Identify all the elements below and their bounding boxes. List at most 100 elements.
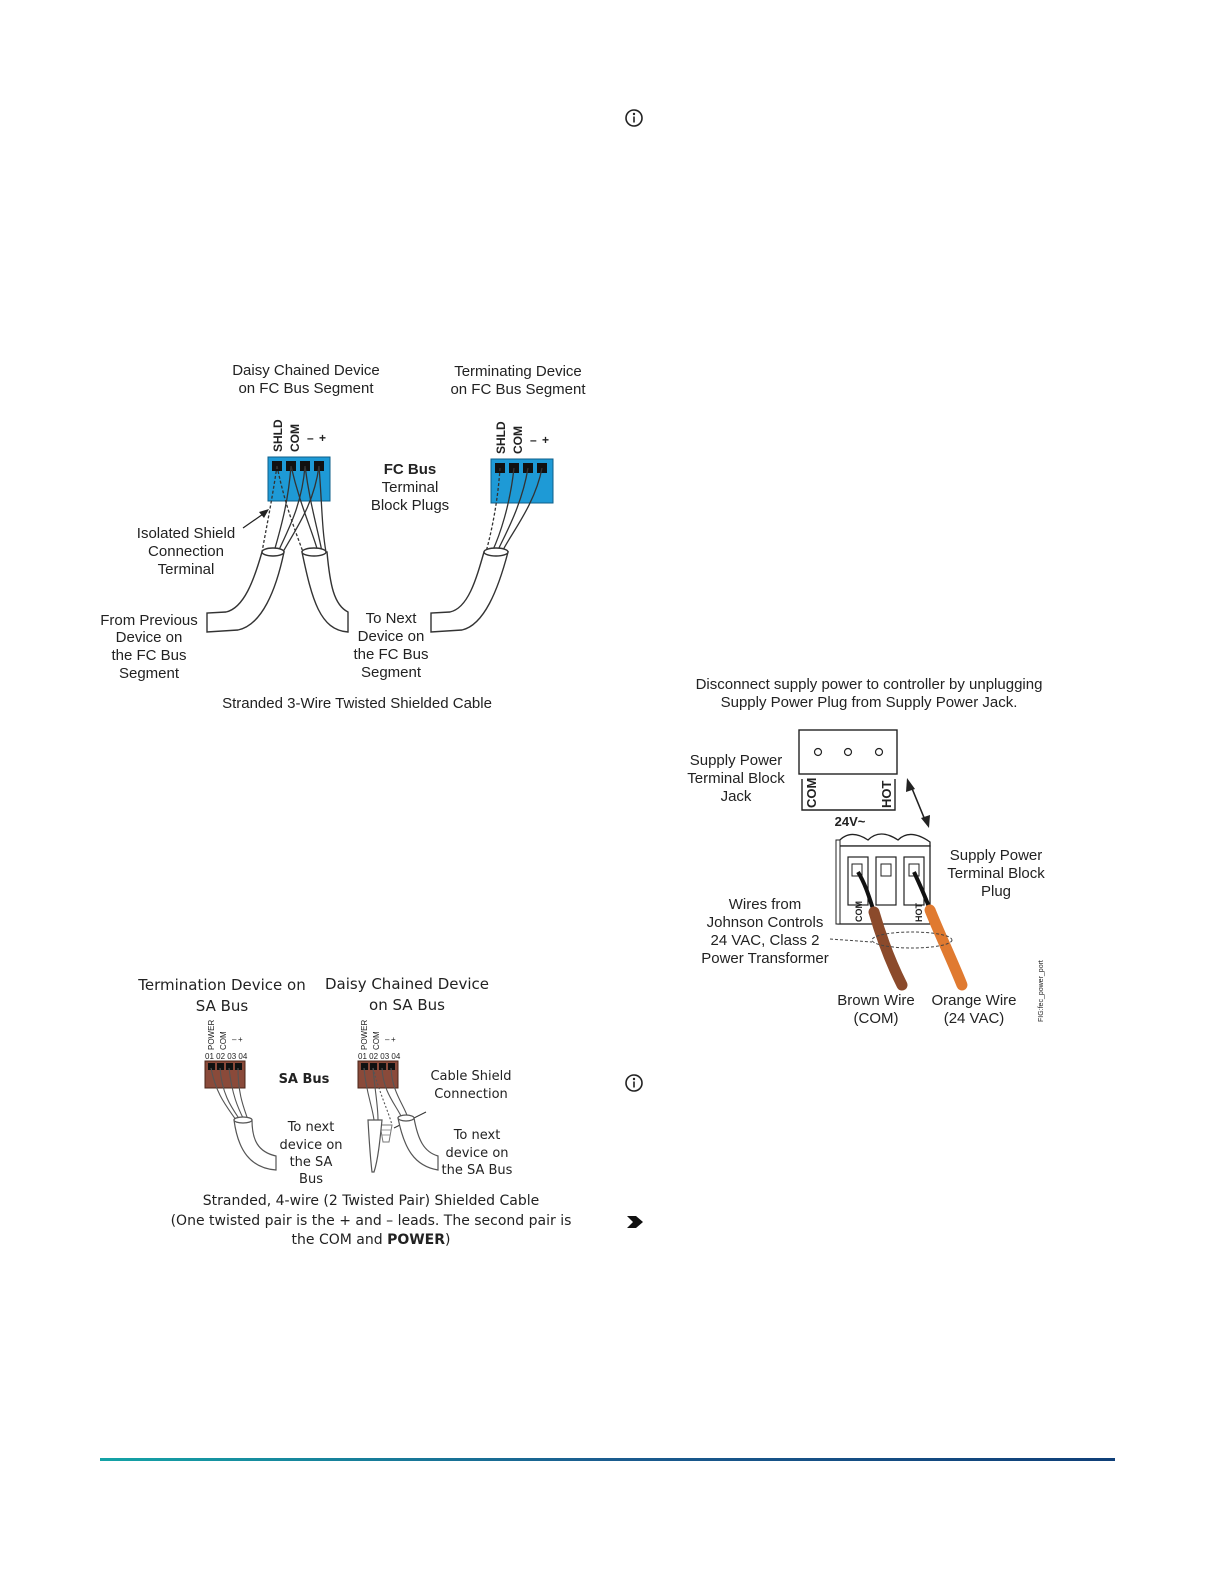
fc-right-plus: +: [542, 433, 549, 447]
plug-label-3: Plug: [981, 883, 1011, 900]
sa-right-cable-right: [397, 1114, 439, 1171]
power-diagram: Disconnect supply power to controller by…: [687, 676, 1045, 1027]
jack-label-2: Terminal Block: [687, 770, 785, 787]
sa-bus-diagram: Termination Device on SA Bus Daisy Chain…: [137, 975, 571, 1248]
sa-to-next-left-1: To next: [287, 1120, 335, 1135]
supply-power-jack: [798, 729, 898, 811]
supply-power-plug: [835, 833, 931, 925]
sa-to-next-right-2: device on: [445, 1146, 508, 1161]
sa-term-title-2: SA Bus: [196, 997, 249, 1015]
sa-caption-1: Stranded, 4-wire (2 Twisted Pair) Shield…: [203, 1193, 540, 1209]
fc-shield-arrow: [242, 509, 269, 529]
fc-right-minus: –: [530, 433, 537, 447]
brown-wire: [856, 870, 908, 991]
fc-shield-label-2: Connection: [148, 543, 224, 560]
fc-to-next-3: the FC Bus: [353, 646, 428, 663]
fc-cable-from-previous: [206, 547, 285, 633]
sa-left-minus: –: [232, 1035, 237, 1044]
fc-from-prev-1: From Previous: [100, 612, 198, 629]
plug-double-arrow: [906, 778, 930, 828]
brown-label-1: Brown Wire: [837, 992, 915, 1009]
sa-left-com: COM: [219, 1031, 228, 1050]
power-instruction-1: Disconnect supply power to controller by…: [696, 676, 1043, 693]
sa-to-next-left-3: the SA: [290, 1155, 333, 1170]
fc-left-minus: –: [307, 431, 314, 445]
fc-right-terminal-labels: SHLD COM – +: [494, 421, 549, 454]
fc-cable-to-next: [301, 547, 349, 633]
sa-left-terminal-labels: POWER COM – + 01 02 03 04: [205, 1020, 248, 1061]
fc-from-prev-4: Segment: [119, 665, 180, 682]
sa-daisy-title-1: Daisy Chained Device: [325, 975, 489, 993]
fc-right-wires: [485, 467, 543, 553]
fc-term-title-2: on FC Bus Segment: [450, 381, 586, 398]
sa-caption-2: (One twisted pair is the + and – leads. …: [171, 1213, 572, 1229]
wires-label-2: Johnson Controls: [707, 914, 824, 931]
fc-shield-label-3: Terminal: [158, 561, 215, 578]
voltage-label: 24V~: [835, 814, 866, 829]
sa-bus-label: SA Bus: [279, 1072, 330, 1087]
fc-bus-diagram: Daisy Chained Device on FC Bus Segment T…: [100, 362, 586, 712]
wire-group-ellipse: [871, 931, 953, 949]
fc-daisy-title-2: on FC Bus Segment: [238, 380, 374, 397]
fc-left-wires: [261, 465, 327, 553]
sa-to-next-right-1: To next: [453, 1128, 501, 1143]
jack-com: COM: [804, 778, 819, 808]
fc-to-next-1: To Next: [366, 610, 418, 627]
wires-label-4: Power Transformer: [701, 950, 829, 967]
wire-leader: [829, 938, 873, 943]
sa-right-numbers: 01 02 03 04: [358, 1052, 401, 1061]
orange-label-1: Orange Wire: [931, 992, 1016, 1009]
fc-to-next-2: Device on: [358, 628, 425, 645]
footer-divider: [100, 1458, 1115, 1461]
sa-caption-3a: the COM and: [292, 1232, 388, 1248]
sa-left-power: POWER: [207, 1020, 216, 1050]
brown-label-2: (COM): [854, 1010, 899, 1027]
fc-cable-terminating: [430, 547, 509, 633]
sa-left-cable: [233, 1116, 277, 1171]
wires-label-3: 24 VAC, Class 2: [711, 932, 820, 949]
jack-hot: HOT: [879, 781, 894, 809]
sa-wire-nut: [379, 1124, 393, 1143]
sa-right-terminal-labels: POWER COM – + 01 02 03 04: [358, 1020, 401, 1061]
sa-right-plus: +: [391, 1035, 396, 1044]
sa-caption-3: the COM and POWER): [292, 1232, 451, 1248]
wires-label-1: Wires from: [729, 896, 802, 913]
orange-wire: [912, 871, 968, 991]
sa-shield-label-2: Connection: [434, 1087, 508, 1102]
sa-right-power: POWER: [360, 1020, 369, 1050]
sa-shield-label-1: Cable Shield: [430, 1069, 511, 1084]
sa-right-com: COM: [372, 1031, 381, 1050]
plug-label-1: Supply Power: [950, 847, 1043, 864]
fc-to-next-4: Segment: [361, 664, 422, 681]
fc-right-com: COM: [511, 426, 525, 454]
sa-term-title-1: Termination Device on: [137, 976, 305, 994]
fc-daisy-title-1: Daisy Chained Device: [232, 362, 380, 379]
fc-terminal-label-2: Block Plugs: [371, 497, 449, 514]
jack-label-1: Supply Power: [690, 752, 783, 769]
figure-id: FIG:fec_power_port: [1038, 960, 1045, 1022]
sa-caption-3c: ): [445, 1232, 450, 1248]
sa-caption-3b: POWER: [387, 1232, 445, 1248]
fc-from-prev-3: the FC Bus: [111, 647, 186, 664]
fc-left-com: COM: [288, 424, 302, 452]
fc-terminal-label-1: Terminal: [382, 479, 439, 496]
info-icon: [625, 1074, 643, 1092]
power-instruction-2: Supply Power Plug from Supply Power Jack…: [721, 694, 1018, 711]
info-icon: [625, 109, 643, 127]
fc-shield-label-1: Isolated Shield: [137, 525, 235, 542]
fc-left-shld: SHLD: [271, 419, 285, 452]
sa-left-plus: +: [238, 1035, 243, 1044]
fc-right-terminal-block: [490, 458, 554, 504]
fc-left-plus: +: [319, 431, 326, 445]
fc-from-prev-2: Device on: [116, 629, 183, 646]
sa-left-numbers: 01 02 03 04: [205, 1052, 248, 1061]
plug-com: COM: [854, 901, 864, 922]
sa-to-next-right-3: the SA Bus: [442, 1163, 513, 1178]
jack-label-3: Jack: [721, 788, 752, 805]
fc-bus-label: FC Bus: [384, 461, 437, 478]
fc-right-shld: SHLD: [494, 421, 508, 454]
sa-daisy-title-2: on SA Bus: [369, 996, 445, 1014]
fc-left-terminal-labels: SHLD COM – +: [271, 419, 326, 452]
fc-term-title-1: Terminating Device: [454, 363, 582, 380]
